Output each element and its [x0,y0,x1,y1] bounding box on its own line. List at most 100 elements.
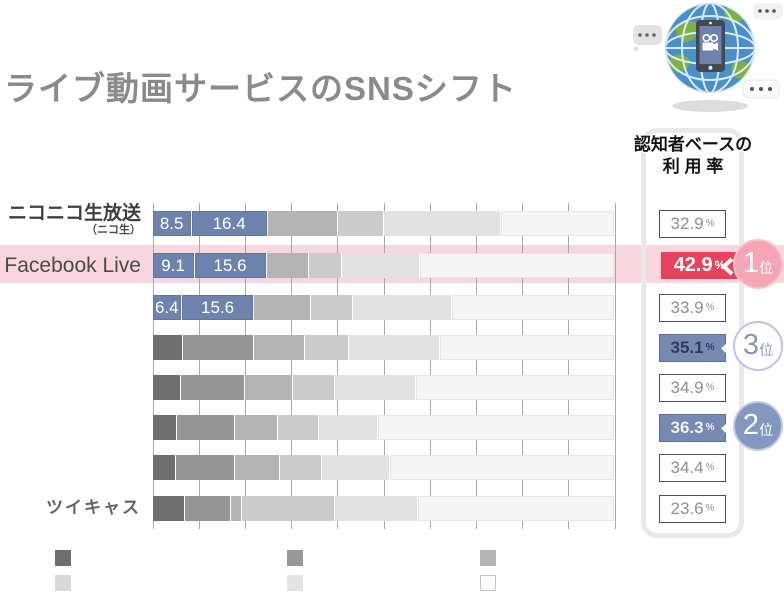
bar-segment [337,211,384,236]
bar-segment [152,335,184,360]
chevron-left-icon [721,419,734,437]
globe-phone-illustration [633,3,783,112]
chart-gridline [383,203,385,529]
bar-segment [342,253,420,278]
legend-swatch [480,550,496,566]
chart-gridline [614,203,616,529]
chart-gridline [522,203,524,529]
speech-bubble-right-icon [742,79,780,99]
bar-segment [176,455,236,480]
bar-segment [501,211,615,236]
page-title: ライブ動画サービスのSNSシフト [4,70,517,107]
bar-segment: 15.6 [194,253,267,278]
bar-segment [304,335,350,360]
chart-gridline [152,203,154,529]
bar-segment [152,455,177,480]
rank-number: 3 [742,329,760,361]
legend-swatch [480,575,496,591]
stacked-bar-row: 6.4 15.6 [152,295,615,320]
bar-segment [234,415,278,440]
chevron-left-icon [721,257,734,275]
usage-rate-box: 35.1% [659,333,726,362]
legend-swatch [287,550,303,566]
bar-segment [439,335,615,360]
stacked-bar-row [152,415,615,440]
bar-segment: 9.1 [152,253,195,278]
panel-heading-line2: 利 用 率 [662,157,724,176]
usage-rate-value: 34.4 [670,457,704,477]
bar-value-label: 15.6 [201,298,235,317]
chart-gridline [429,203,431,529]
legend-swatch [55,550,71,566]
percent-sign: % [705,503,715,514]
usage-rate-value: 34.9 [670,377,704,397]
bar-segment [311,295,354,320]
bar-segment: 15.6 [182,295,255,320]
percent-sign: % [705,422,715,433]
usage-rate-value: 35.1 [670,337,704,357]
smartphone-video-icon [696,20,725,72]
usage-rate-box: 34.9% [659,373,726,402]
bar-segment [267,211,338,236]
speech-bubble-top-icon [753,3,783,19]
bar-segment: 16.4 [191,211,268,236]
chart-gridline [475,203,477,529]
rank-number: 1 [742,247,760,279]
stacked-bar-row [152,455,615,480]
usage-rate-box: 36.3% [659,413,726,442]
bar-segment [235,455,280,480]
bar-segment [180,375,245,400]
usage-rate-value: 32.9 [670,213,704,233]
bar-segment [353,295,452,320]
bar-value-label: 15.6 [213,256,247,275]
chart-gridline [568,203,570,529]
bar-segment [152,496,185,521]
bar-segment [184,496,231,521]
bar-segment: 8.5 [152,211,192,236]
usage-rate-value: 33.9 [670,297,704,317]
legend-swatch [55,575,71,591]
bar-segment [279,455,323,480]
panel-heading-line1: 認知者ベースの [633,135,753,154]
rank-suffix: 位 [759,421,774,438]
percent-sign: % [705,462,715,473]
bar-segment [253,335,305,360]
bar-segment [377,415,615,440]
bar-segment [419,253,615,278]
bar-segment [230,496,242,521]
row-label: ツイキャス [46,498,141,517]
stacked-bar-row [152,496,615,521]
bar-segment [183,335,254,360]
video-camera-icon [702,33,719,51]
chevron-left-icon [721,339,734,357]
rank-suffix: 位 [759,259,774,276]
usage-rate-box: 23.6% [659,494,726,523]
chart-gridline [198,203,200,529]
stacked-bar-row: 9.1 15.6 [152,253,615,278]
usage-rate-value: 23.6 [670,498,704,518]
percent-sign: % [714,258,726,272]
percent-sign: % [705,218,715,229]
bar-segment [152,415,178,440]
bar-segment [416,375,615,400]
bar-segment [451,295,615,320]
bar-value-label: 6.4 [154,298,179,317]
bar-segment [277,415,319,440]
stacked-bar-row [152,335,615,360]
percent-sign: % [705,382,715,393]
shadow-ellipse [672,100,748,112]
bar-segment [318,415,378,440]
bar-segment [309,253,343,278]
usage-rate-box: 33.9% [659,293,726,322]
usage-rate-box: 34.4% [659,453,726,482]
chart-gridline [337,203,339,529]
chart-gridline [291,203,293,529]
bar-segment [322,455,390,480]
bar-segment [241,496,336,521]
bar-value-label: 9.1 [161,256,185,275]
usage-rate-box: 32.9% [659,209,726,238]
